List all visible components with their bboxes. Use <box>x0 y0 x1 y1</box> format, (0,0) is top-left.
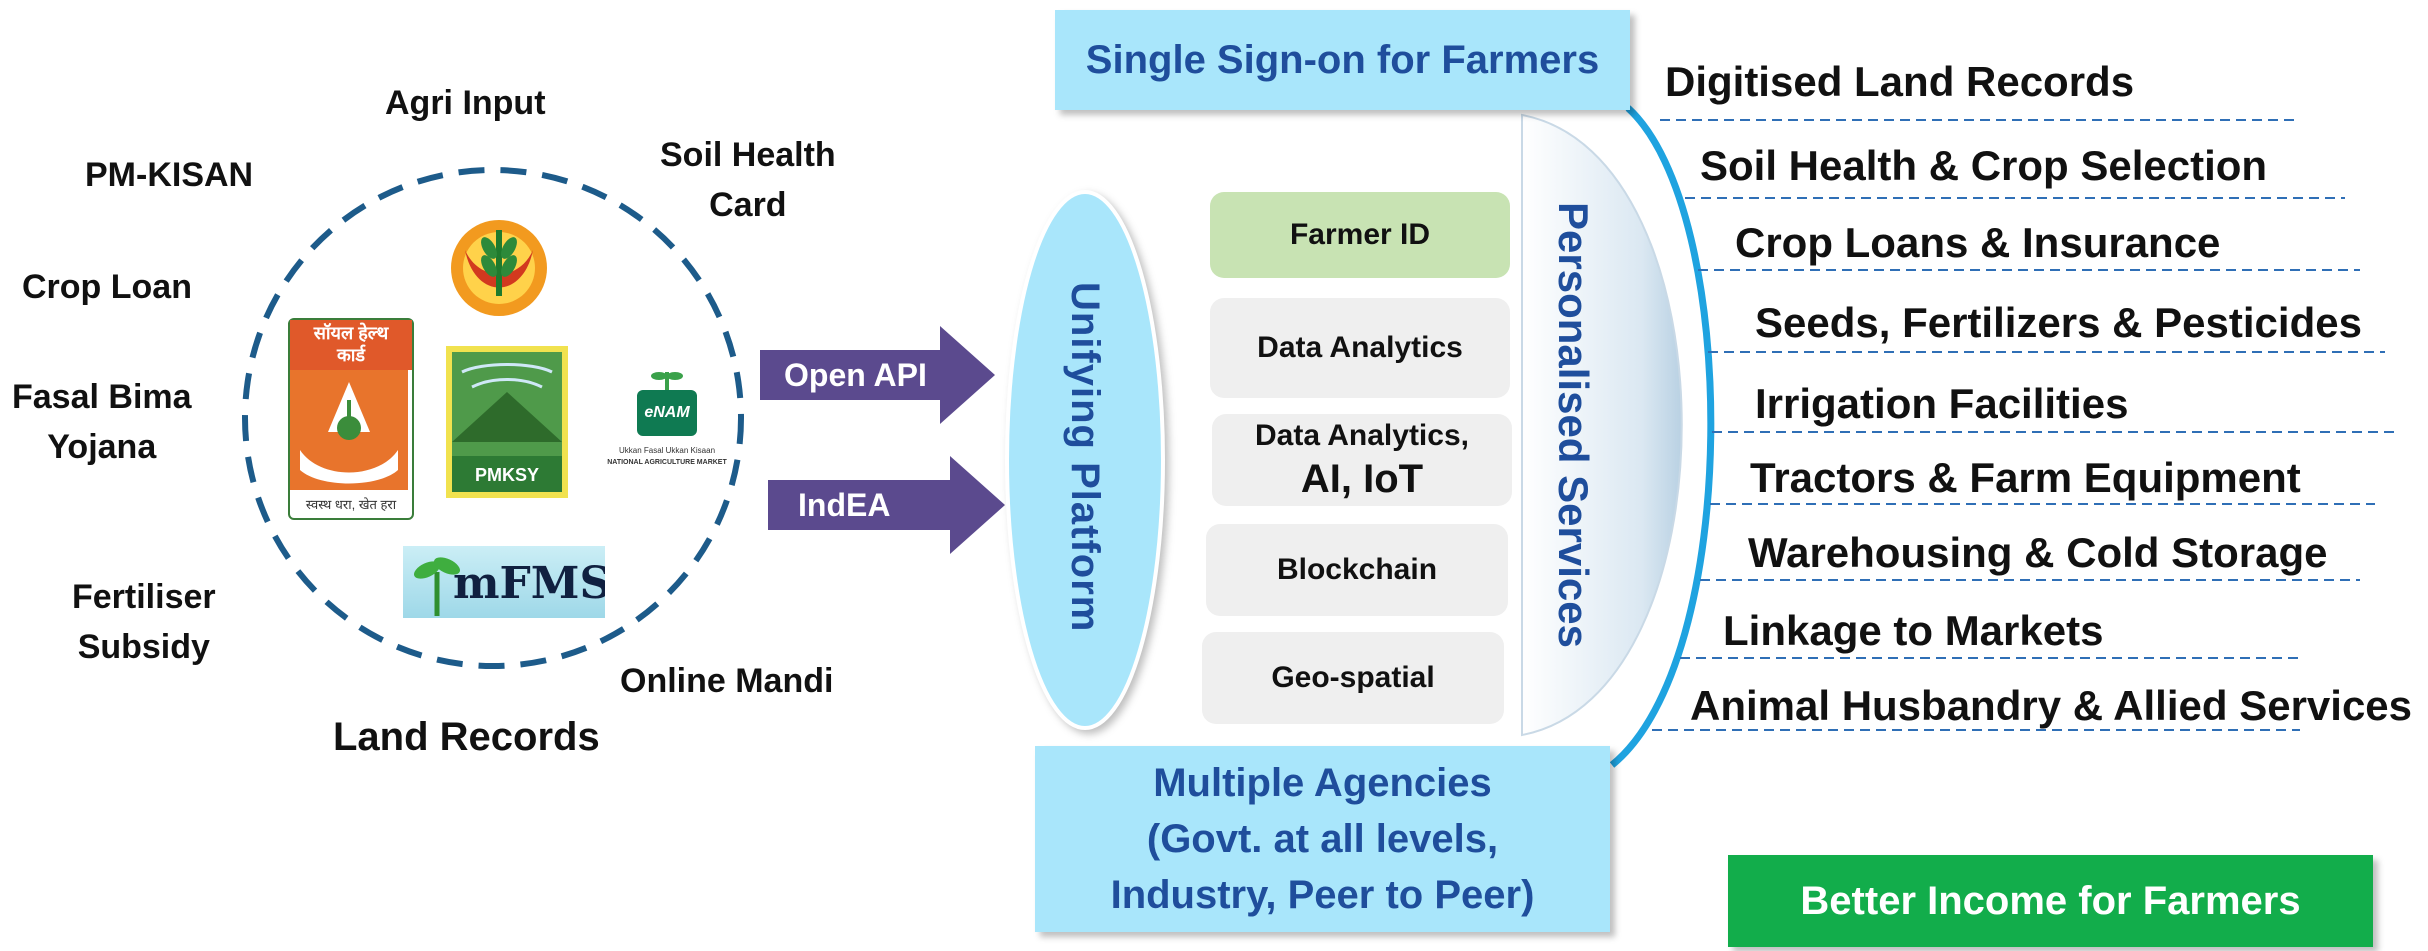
service-lines <box>1652 119 2395 731</box>
service-item: Soil Health & Crop Selection <box>1700 142 2268 189</box>
soil-hand-icon <box>290 370 408 490</box>
pmksy-text: PMKSY <box>474 465 539 485</box>
enam-footer: NATIONAL AGRICULTURE MARKET <box>607 459 727 466</box>
farmer-id-label: Farmer ID <box>1289 218 1431 251</box>
service-item: Warehousing & Cold Storage <box>1748 529 2328 576</box>
single-sign-on-label: Single Sign-on for Farmers <box>1085 37 1600 82</box>
service-item: Animal Husbandry & Allied Services <box>1690 682 2413 729</box>
enam-sprout-icon <box>637 372 697 436</box>
service-item: Tractors & Farm Equipment <box>1750 454 2301 501</box>
data-analytics-ai-line1: Data Analytics, <box>1255 419 1469 452</box>
land-records-label: Land Records <box>333 715 600 759</box>
data-analytics-ai-line2: AI, IoT <box>1300 457 1424 501</box>
unifying-platform-ellipse <box>1005 190 1165 730</box>
pm-kisan-label: PM-KISAN <box>85 156 254 194</box>
service-item: Irrigation Facilities <box>1755 380 2129 427</box>
indea-arrow <box>768 456 1005 554</box>
mfms-sprout-icon <box>413 557 461 616</box>
service-item: Digitised Land Records <box>1665 58 2135 105</box>
online-mandi-label: Online Mandi <box>620 662 834 700</box>
enam-text: eNAM <box>644 404 690 421</box>
enam-tagline: Ukkan Fasal Ukkan Kisaan <box>618 446 716 455</box>
agri-input-logo <box>445 210 553 320</box>
single-sign-on-box: Single Sign-on for Farmers <box>1055 10 1630 110</box>
mfms-logo: mFMS <box>403 546 605 618</box>
service-item: Crop Loans & Insurance <box>1735 219 2221 266</box>
agri-input-emblem-icon <box>451 220 547 316</box>
soil-health-card-label: Soil Health Card <box>660 136 836 224</box>
open-api-arrow <box>760 326 995 424</box>
indea-label: IndEA <box>798 487 891 523</box>
better-income-box: Better Income for Farmers <box>1728 855 2373 947</box>
crop-loan-label: Crop Loan <box>22 268 192 306</box>
soil-card-title-line1: सॉयल हेल्थ <box>313 323 389 343</box>
unifying-platform-label: Unifying Platform <box>1063 282 1107 633</box>
data-analytics-label: Data Analytics <box>1257 331 1463 364</box>
agencies-line1: Multiple Agencies <box>1153 761 1492 805</box>
blockchain-box: Blockchain <box>1206 524 1508 616</box>
agri-input-label: Agri Input <box>385 84 546 122</box>
ecosystem-circle <box>242 167 744 669</box>
data-analytics-ai-box: Data Analytics, AI, IoT <box>1212 414 1512 506</box>
pmksy-logo: PMKSY <box>446 346 568 498</box>
service-item: Seeds, Fertilizers & Pesticides <box>1755 299 2362 346</box>
geo-spatial-box: Geo-spatial <box>1202 632 1504 724</box>
enam-logo: eNAM Ukkan Fasal Ukkan Kisaan NATIONAL A… <box>602 366 732 478</box>
mfms-text: mFMS <box>453 558 605 609</box>
fasal-bima-yojana-label: Fasal Bima Yojana <box>12 378 192 466</box>
services-bracket-arc <box>1609 105 1715 768</box>
irrigation-field-icon <box>452 352 562 456</box>
agencies-line2: (Govt. at all levels, <box>1146 817 1499 861</box>
soil-card-motto: स्वस्थ धरा, खेत हरा <box>305 497 397 512</box>
open-api-label: Open API <box>784 357 927 393</box>
soil-card-title-line2: कार्ड <box>336 345 366 365</box>
geo-spatial-label: Geo-spatial <box>1271 661 1435 694</box>
data-analytics-box: Data Analytics <box>1210 298 1510 398</box>
multiple-agencies-box: Multiple Agencies (Govt. at all levels, … <box>1035 746 1610 932</box>
personalised-services-label: Personalised Services <box>1550 202 1597 648</box>
personalised-services-dome <box>1521 113 1683 737</box>
agencies-line3: Industry, Peer to Peer) <box>1110 873 1535 917</box>
fertiliser-subsidy-label: Fertiliser Subsidy <box>72 578 216 666</box>
soil-health-card-logo: सॉयल हेल्थ कार्ड स्वस्थ धरा, खेत हरा <box>288 318 414 520</box>
blockchain-label: Blockchain <box>1276 553 1438 586</box>
service-item: Linkage to Markets <box>1723 607 2104 654</box>
better-income-label: Better Income for Farmers <box>1800 878 2301 923</box>
farmer-id-box: Farmer ID <box>1210 192 1510 278</box>
